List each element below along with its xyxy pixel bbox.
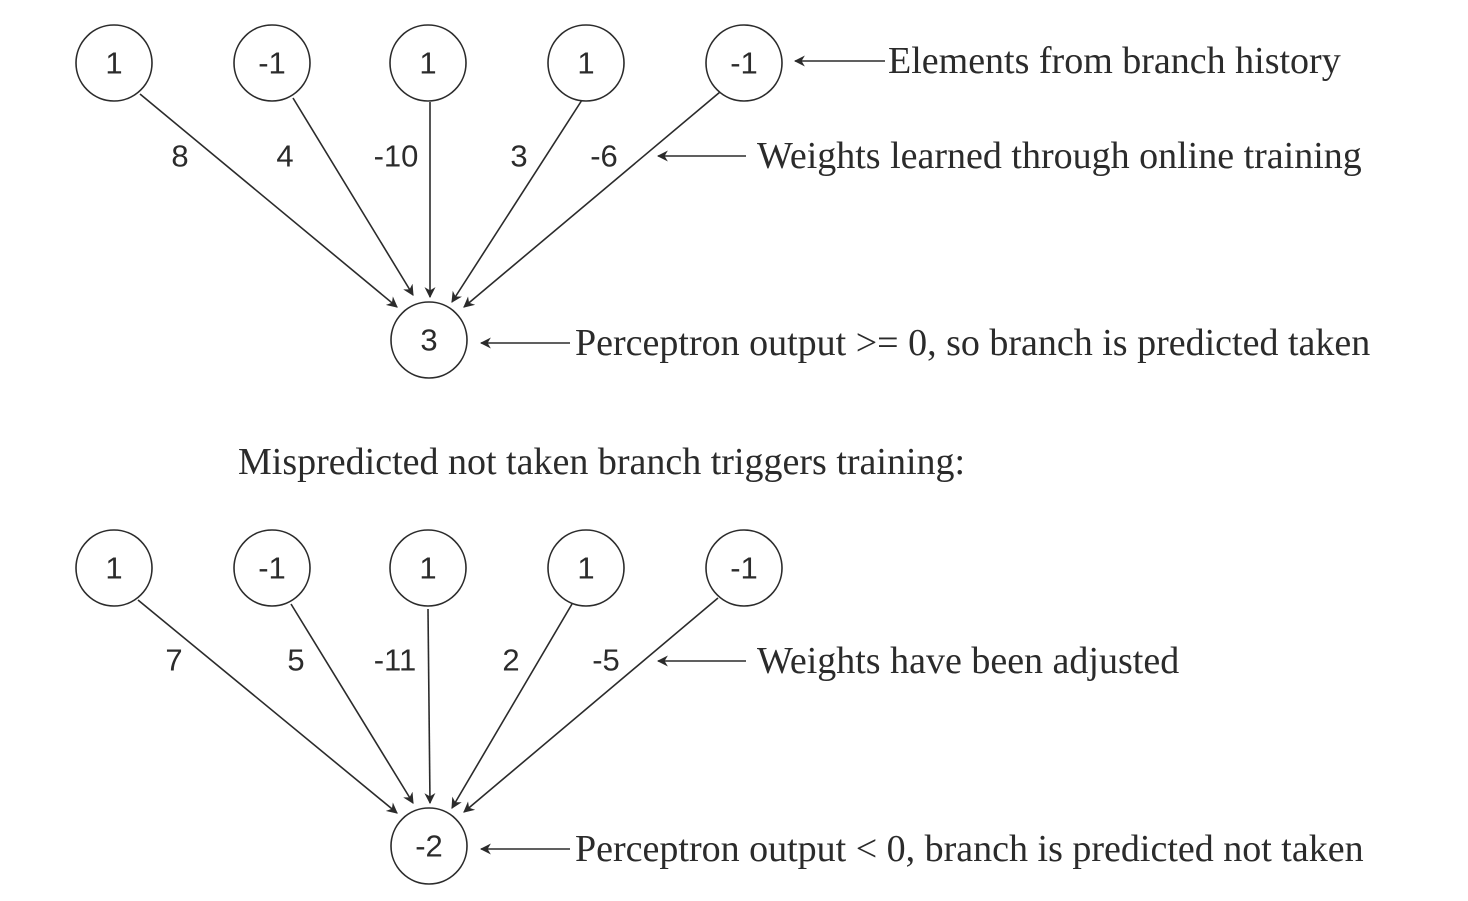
bottom-perceptron: 1 -1 1 1 -1 7 5 -11 2 -5 -2 [75, 529, 1364, 885]
bottom-output-value: -2 [415, 829, 443, 864]
top-input-value: -1 [258, 46, 286, 81]
top-weight-5: -6 [590, 139, 618, 174]
top-weight-3: -10 [374, 139, 419, 174]
bottom-weights-label: Weights have been adjusted [757, 640, 1179, 682]
bottom-edge-5 [463, 597, 719, 813]
top-weight-1: 8 [171, 139, 188, 174]
top-input-node-2: -1 [233, 24, 311, 102]
top-input-node-1: 1 [75, 24, 153, 102]
top-input-value: -1 [730, 46, 758, 81]
bottom-input-node-4: 1 [547, 529, 625, 607]
bottom-edge-3 [424, 608, 436, 805]
bottom-input-node-3: 1 [389, 529, 467, 607]
bottom-edge-4 [451, 603, 573, 809]
bottom-input-value: -1 [730, 551, 758, 586]
bottom-edge-1 [137, 599, 398, 814]
top-input-value: 1 [419, 46, 436, 81]
top-weight-4: 3 [510, 139, 527, 174]
bottom-input-value: 1 [105, 551, 122, 586]
top-perceptron: 1 -1 1 1 -1 8 4 -10 3 -6 3 [75, 24, 1370, 379]
bottom-input-value: 1 [419, 551, 436, 586]
bottom-weight-2: 5 [287, 643, 304, 678]
bottom-weight-1: 7 [165, 643, 182, 678]
top-input-node-4: 1 [547, 24, 625, 102]
top-weight-2: 4 [276, 139, 293, 174]
bottom-input-value: -1 [258, 551, 286, 586]
top-input-value: 1 [577, 46, 594, 81]
bottom-input-value: 1 [577, 551, 594, 586]
top-edge-4 [451, 99, 583, 303]
top-input-node-3: 1 [389, 24, 467, 102]
training-trigger-label: Mispredicted not taken branch triggers t… [238, 441, 965, 483]
top-input-node-5: -1 [705, 24, 783, 102]
top-output-value: 3 [420, 323, 437, 358]
bottom-input-node-2: -1 [233, 529, 311, 607]
bottom-edge-2 [290, 603, 414, 804]
bottom-input-node-1: 1 [75, 529, 153, 607]
bottom-weight-3: -11 [374, 643, 417, 678]
top-edge-2 [292, 97, 414, 296]
top-edge-5 [463, 91, 721, 308]
top-inputs-label: Elements from branch history [888, 40, 1341, 82]
bottom-weight-5: -5 [592, 643, 620, 678]
top-weights-label: Weights learned through online training [757, 135, 1362, 177]
top-output-node: 3 [390, 301, 468, 379]
bottom-output-label: Perceptron output < 0, branch is predict… [575, 828, 1364, 870]
top-edge-1 [139, 93, 398, 308]
bottom-output-node: -2 [390, 807, 468, 885]
bottom-weight-4: 2 [502, 643, 519, 678]
bottom-input-node-5: -1 [705, 529, 783, 607]
top-output-label: Perceptron output >= 0, so branch is pre… [575, 322, 1370, 364]
top-input-value: 1 [105, 46, 122, 81]
